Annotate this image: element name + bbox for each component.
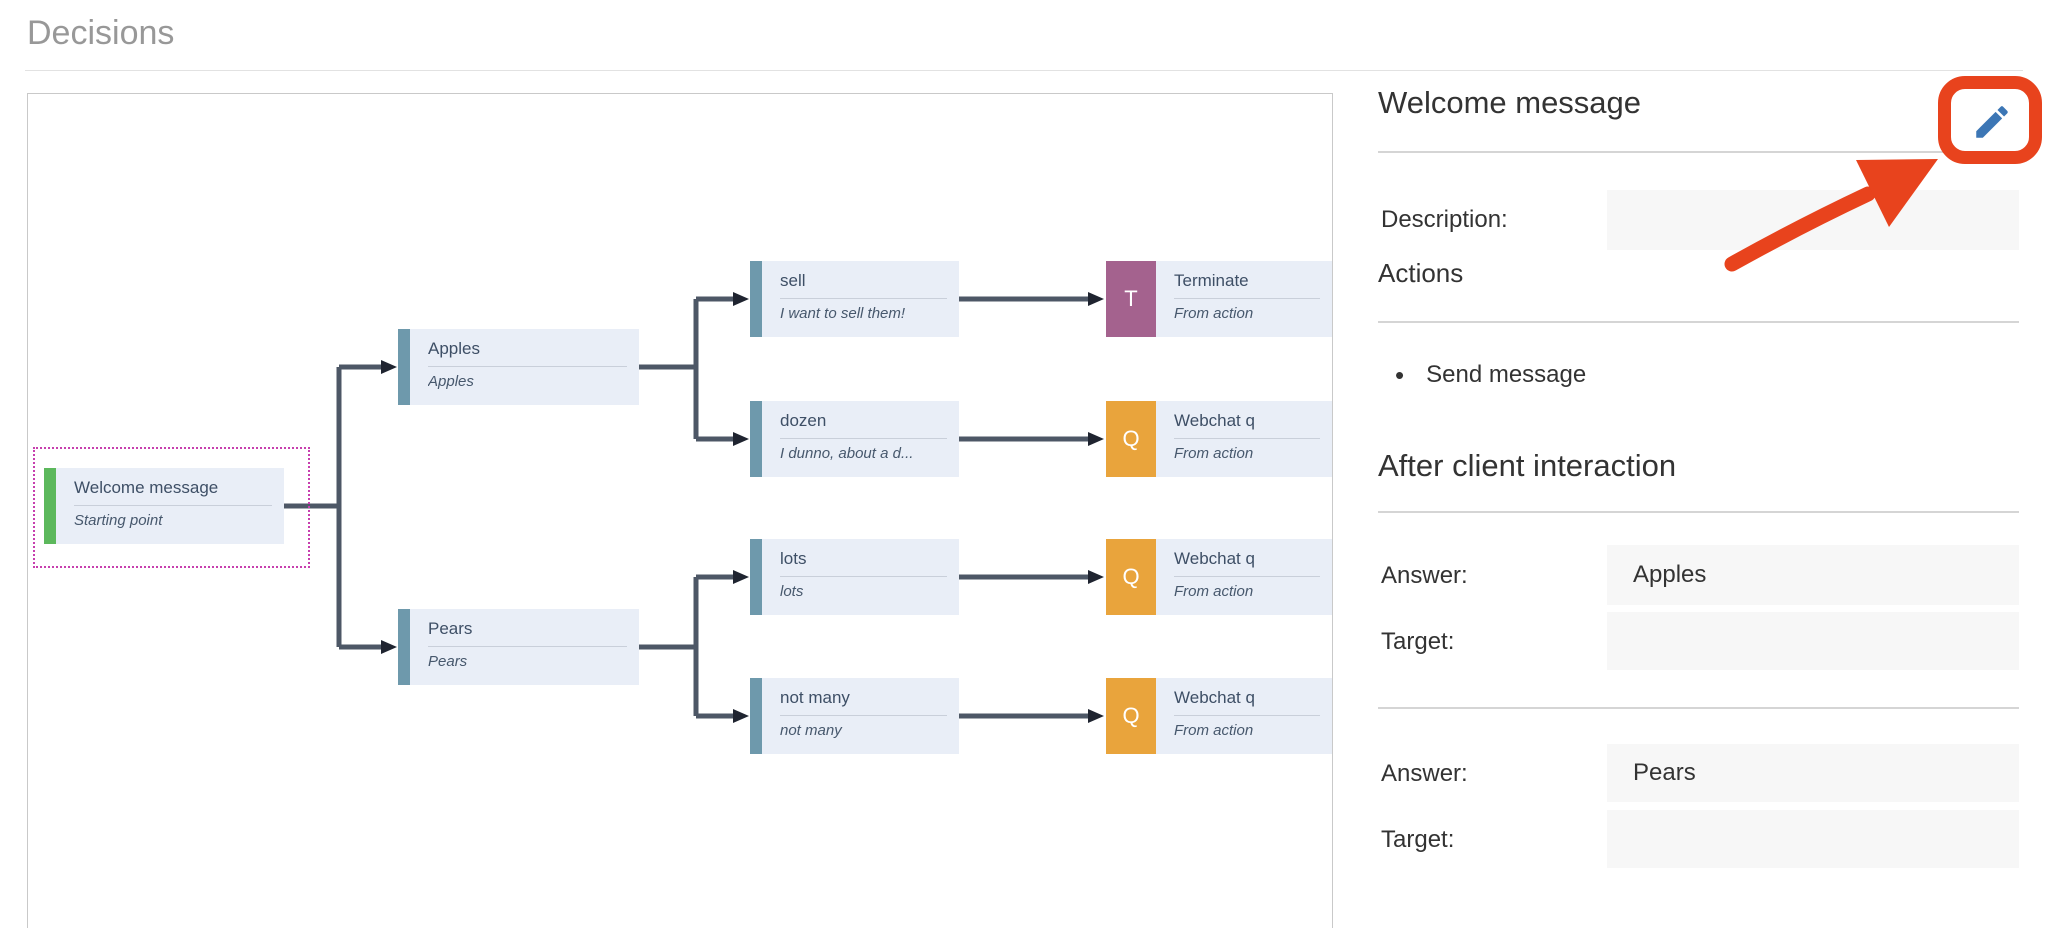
edit-button[interactable] bbox=[1966, 96, 2018, 148]
node-divider bbox=[780, 298, 947, 299]
tree-node-pears[interactable]: Pears Pears bbox=[398, 609, 639, 685]
node-divider bbox=[1174, 576, 1320, 577]
answer-field[interactable]: Pears bbox=[1607, 744, 2019, 802]
pencil-icon bbox=[1976, 106, 2008, 138]
node-subtitle: lots bbox=[780, 583, 804, 600]
node-accent-bar bbox=[750, 401, 762, 477]
tree-node-webchat-q-2[interactable]: Q Webchat q From action bbox=[1106, 539, 1332, 615]
node-subtitle: From action bbox=[1174, 445, 1254, 462]
node-subtitle: From action bbox=[1174, 722, 1254, 739]
node-title: lots bbox=[780, 549, 807, 568]
target-label: Target: bbox=[1381, 826, 1455, 853]
node-title: Apples bbox=[428, 339, 480, 358]
tree-node-welcome-message[interactable]: Welcome message Starting point bbox=[44, 468, 284, 544]
node-title: sell bbox=[780, 271, 806, 290]
action-label: Send message bbox=[1426, 361, 1587, 388]
node-title: Webchat q bbox=[1174, 411, 1255, 430]
node-title: not many bbox=[780, 688, 850, 707]
node-divider bbox=[780, 438, 947, 439]
actions-heading: Actions bbox=[1378, 258, 1464, 288]
tree-node-webchat-q-1[interactable]: Q Webchat q From action bbox=[1106, 401, 1332, 477]
header-divider bbox=[25, 70, 2023, 71]
selected-node-outline bbox=[33, 447, 310, 568]
tree-node-dozen[interactable]: dozen I dunno, about a d... bbox=[750, 401, 959, 477]
node-divider bbox=[74, 505, 272, 506]
tree-node-webchat-q-3[interactable]: Q Webchat q From action bbox=[1106, 678, 1332, 754]
node-accent-bar bbox=[398, 329, 410, 405]
question-badge: Q bbox=[1106, 678, 1156, 754]
node-subtitle: I dunno, about a d... bbox=[780, 445, 914, 462]
after-interaction-heading: After client interaction bbox=[1378, 448, 1677, 483]
node-accent-bar bbox=[750, 539, 762, 615]
node-divider bbox=[780, 576, 947, 577]
terminate-badge: T bbox=[1106, 261, 1156, 337]
target-label: Target: bbox=[1381, 628, 1455, 655]
panel-divider bbox=[1378, 151, 2019, 153]
target-field[interactable] bbox=[1607, 810, 2019, 868]
bullet-icon: • bbox=[1395, 360, 1405, 390]
node-subtitle: From action bbox=[1174, 305, 1254, 322]
node-divider bbox=[1174, 715, 1320, 716]
panel-divider bbox=[1378, 511, 2019, 513]
node-divider bbox=[1174, 438, 1320, 439]
node-title: Webchat q bbox=[1174, 688, 1255, 707]
decision-tree-canvas[interactable]: Welcome message Starting point Apples Ap… bbox=[27, 93, 1333, 928]
node-accent-bar bbox=[750, 261, 762, 337]
node-subtitle: Apples bbox=[428, 373, 474, 390]
connector-lines bbox=[284, 292, 1104, 723]
node-title: Terminate bbox=[1174, 271, 1249, 290]
node-divider bbox=[428, 646, 627, 647]
tree-node-not-many[interactable]: not many not many bbox=[750, 678, 959, 754]
node-accent-bar bbox=[398, 609, 410, 685]
node-subtitle: From action bbox=[1174, 583, 1254, 600]
node-divider bbox=[780, 715, 947, 716]
answer-field[interactable]: Apples bbox=[1607, 545, 2019, 605]
tree-node-apples[interactable]: Apples Apples bbox=[398, 329, 639, 405]
panel-divider bbox=[1378, 321, 2019, 323]
target-field[interactable] bbox=[1607, 612, 2019, 670]
node-title: dozen bbox=[780, 411, 827, 430]
description-field[interactable] bbox=[1607, 190, 2019, 250]
node-subtitle: Starting point bbox=[74, 512, 163, 529]
question-badge: Q bbox=[1106, 401, 1156, 477]
answer-label: Answer: bbox=[1381, 562, 1468, 589]
tree-node-terminate[interactable]: T Terminate From action bbox=[1106, 261, 1332, 337]
node-subtitle: not many bbox=[780, 722, 842, 739]
page-title: Decisions bbox=[27, 14, 175, 52]
tree-node-sell[interactable]: sell I want to sell them! bbox=[750, 261, 959, 337]
node-title: Pears bbox=[428, 619, 473, 638]
node-subtitle: Pears bbox=[428, 653, 468, 670]
description-label: Description: bbox=[1381, 206, 1508, 233]
answer-label: Answer: bbox=[1381, 760, 1468, 787]
panel-divider bbox=[1378, 707, 2019, 709]
action-list-item: • Send message bbox=[1395, 361, 1586, 389]
tree-node-lots[interactable]: lots lots bbox=[750, 539, 959, 615]
node-divider bbox=[428, 366, 627, 367]
node-title: Webchat q bbox=[1174, 549, 1255, 568]
panel-title: Welcome message bbox=[1378, 85, 1642, 120]
node-accent-bar bbox=[44, 468, 56, 544]
node-divider bbox=[1174, 298, 1320, 299]
node-title: Welcome message bbox=[74, 478, 219, 497]
node-subtitle: I want to sell them! bbox=[780, 305, 906, 322]
node-accent-bar bbox=[750, 678, 762, 754]
question-badge: Q bbox=[1106, 539, 1156, 615]
